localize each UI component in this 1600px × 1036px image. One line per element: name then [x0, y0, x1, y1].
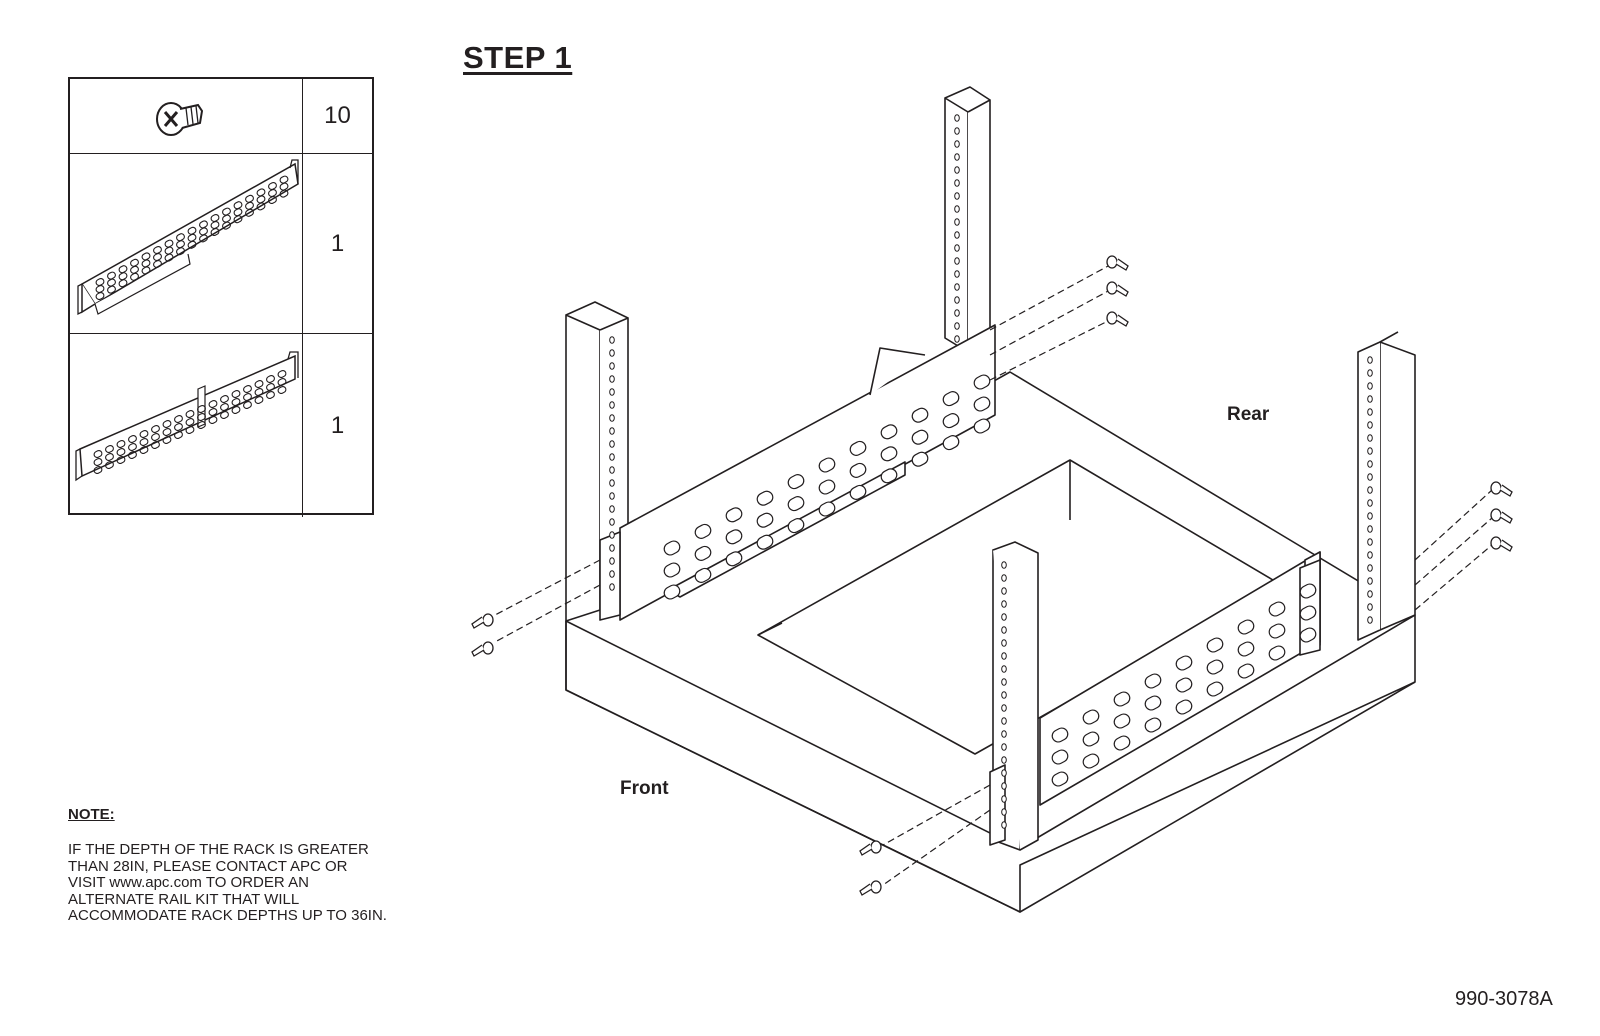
- parts-row-rail-1: 1: [70, 154, 372, 334]
- screw-qty: 10: [302, 79, 372, 153]
- front-label: Front: [620, 778, 669, 799]
- rail-1-qty: 1: [302, 154, 372, 333]
- note-line: THAN 28IN, PLEASE CONTACT APC OR: [68, 857, 348, 875]
- document-id: 990-3078A: [1455, 988, 1553, 1010]
- rail-2-qty: 1: [302, 334, 372, 517]
- screw-icon: [70, 79, 302, 153]
- note-line: ACCOMMODATE RACK DEPTHS UP TO 36IN.: [68, 907, 387, 924]
- note-text: IF THE DEPTH OF THE RACK IS GREATER THAN…: [68, 841, 408, 925]
- note-line: IF THE DEPTH OF THE RACK IS GREATER: [68, 841, 369, 858]
- note-line: ALTERNATE RAIL KIT THAT WILL: [68, 890, 300, 908]
- rear-right-post: [1379, 341, 1416, 631]
- rear-label: Rear: [1227, 404, 1270, 425]
- rail-icon: [70, 334, 302, 517]
- step-title: STEP 1: [463, 40, 573, 75]
- parts-row-screw: 10: [70, 79, 372, 154]
- parts-row-rail-2: 1: [70, 334, 372, 517]
- note-title: NOTE:: [68, 806, 115, 823]
- screw-guide-lines: [494, 264, 1493, 886]
- note-line: VISIT www.apc.com TO ORDER AN: [68, 874, 309, 891]
- parts-table: 10 1 1: [68, 77, 374, 517]
- rail-icon: [70, 154, 302, 333]
- front-left-post: [565, 314, 601, 622]
